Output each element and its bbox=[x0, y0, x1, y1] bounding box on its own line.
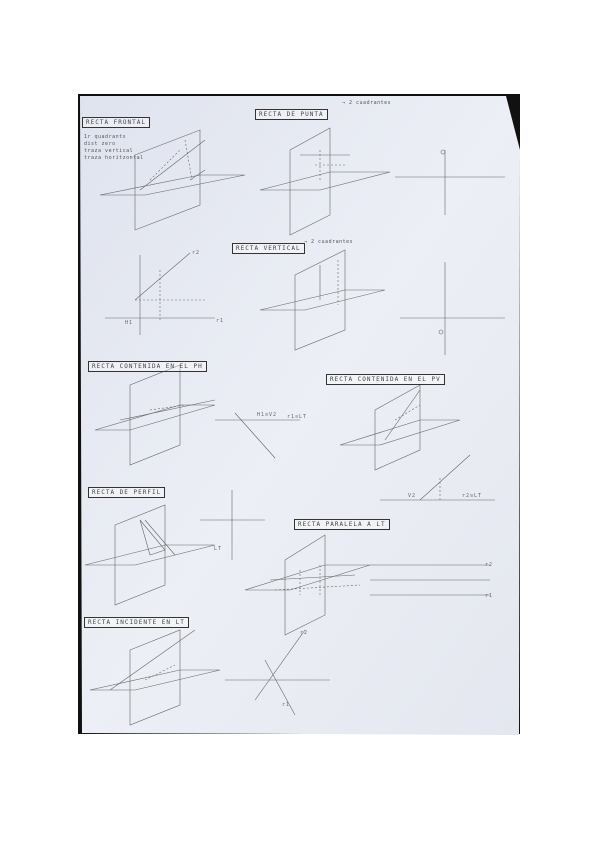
title-recta-pv: RECTA CONTENIDA EN EL PV bbox=[326, 374, 445, 385]
diagram-frontal-orthographic bbox=[105, 252, 215, 335]
label-r2: r2 bbox=[192, 250, 201, 256]
diagram-recta-paralela bbox=[244, 534, 490, 636]
note-3: traza vertical bbox=[84, 148, 134, 154]
diagram-recta-punta bbox=[259, 127, 505, 236]
label-r2b: r2 bbox=[485, 562, 494, 568]
note-4: traza horitzontal bbox=[84, 155, 144, 161]
title-recta-paralela: RECTA PARALELA A LT bbox=[294, 519, 390, 530]
paper-sheet bbox=[80, 96, 520, 735]
label-r1b: r1 bbox=[485, 593, 494, 599]
note-punta: → 2 cuadrantes bbox=[342, 100, 392, 106]
label-lt: LT bbox=[214, 546, 223, 552]
note-vertical: → 2 cuadrantes bbox=[304, 239, 354, 245]
title-recta-punta: RECTA DE PUNTA bbox=[255, 109, 328, 120]
diagram-recta-pv bbox=[339, 384, 495, 501]
title-recta-vertical: RECTA VERTICAL bbox=[232, 243, 305, 254]
label-v2: V2 bbox=[408, 493, 417, 499]
note-1: 1r quadrants bbox=[84, 134, 127, 140]
note-2: dist zero bbox=[84, 141, 116, 147]
label-h1: H1 bbox=[125, 320, 134, 326]
title-recta-ph: RECTA CONTENIDA EN EL PH bbox=[88, 361, 207, 372]
title-recta-frontal: RECTA FRONTAL bbox=[82, 117, 150, 128]
diagram-recta-perfil bbox=[84, 490, 265, 606]
diagram-recta-vertical bbox=[259, 249, 505, 355]
label-r1: r1 bbox=[216, 318, 225, 324]
label-h1v2: H1≡V2 bbox=[257, 412, 278, 418]
label-r1-lt: r1≡LT bbox=[287, 414, 308, 420]
label-r2-lt: r2≡LT bbox=[462, 493, 483, 499]
diagram-recta-frontal bbox=[99, 129, 246, 231]
label-r2c: r2 bbox=[300, 630, 309, 636]
label-r1c: r1 bbox=[282, 702, 291, 708]
title-recta-perfil: RECTA DE PERFIL bbox=[88, 487, 166, 498]
title-recta-incidente: RECTA INCIDENTE EN LT bbox=[84, 617, 189, 628]
diagram-recta-incidente bbox=[89, 629, 330, 726]
